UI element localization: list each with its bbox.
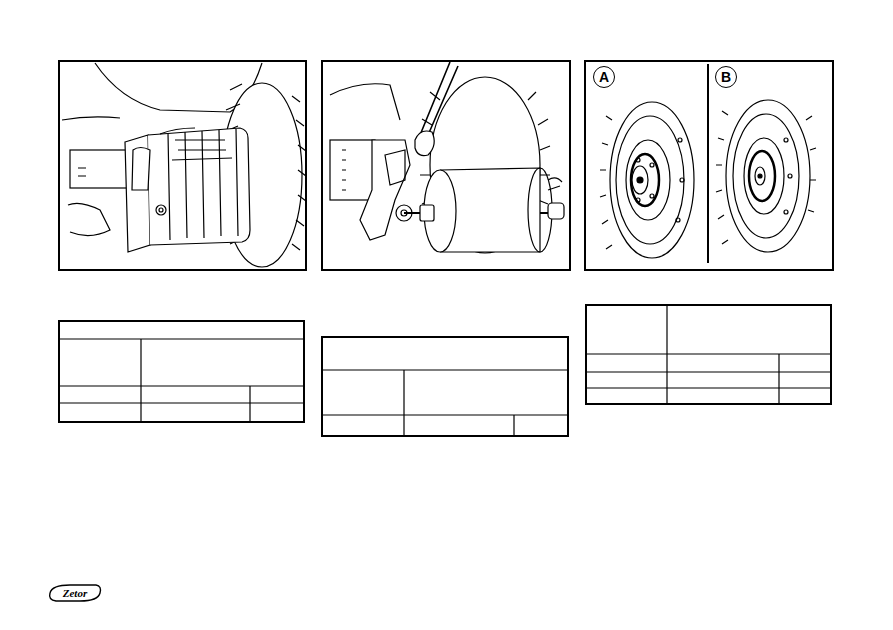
wheel-b-illustration xyxy=(716,100,816,252)
panel-frame xyxy=(59,61,306,270)
brand-logo: Zetor xyxy=(63,587,87,599)
panel-frame xyxy=(585,61,833,270)
logo-oval xyxy=(50,585,101,601)
panel-letter: B xyxy=(721,70,731,84)
panel-letter-circle: B xyxy=(715,66,737,88)
panel-divider xyxy=(707,64,709,263)
panel-frame xyxy=(322,61,570,270)
table-3 xyxy=(586,305,831,404)
panel-letter: A xyxy=(599,70,609,84)
wheel-a-illustration xyxy=(600,102,694,258)
table-2 xyxy=(322,337,568,436)
table-1 xyxy=(59,321,304,422)
front-weights-illustration xyxy=(62,63,306,267)
panel-letter-circle: A xyxy=(593,66,615,88)
roller-weight-illustration xyxy=(330,62,564,253)
